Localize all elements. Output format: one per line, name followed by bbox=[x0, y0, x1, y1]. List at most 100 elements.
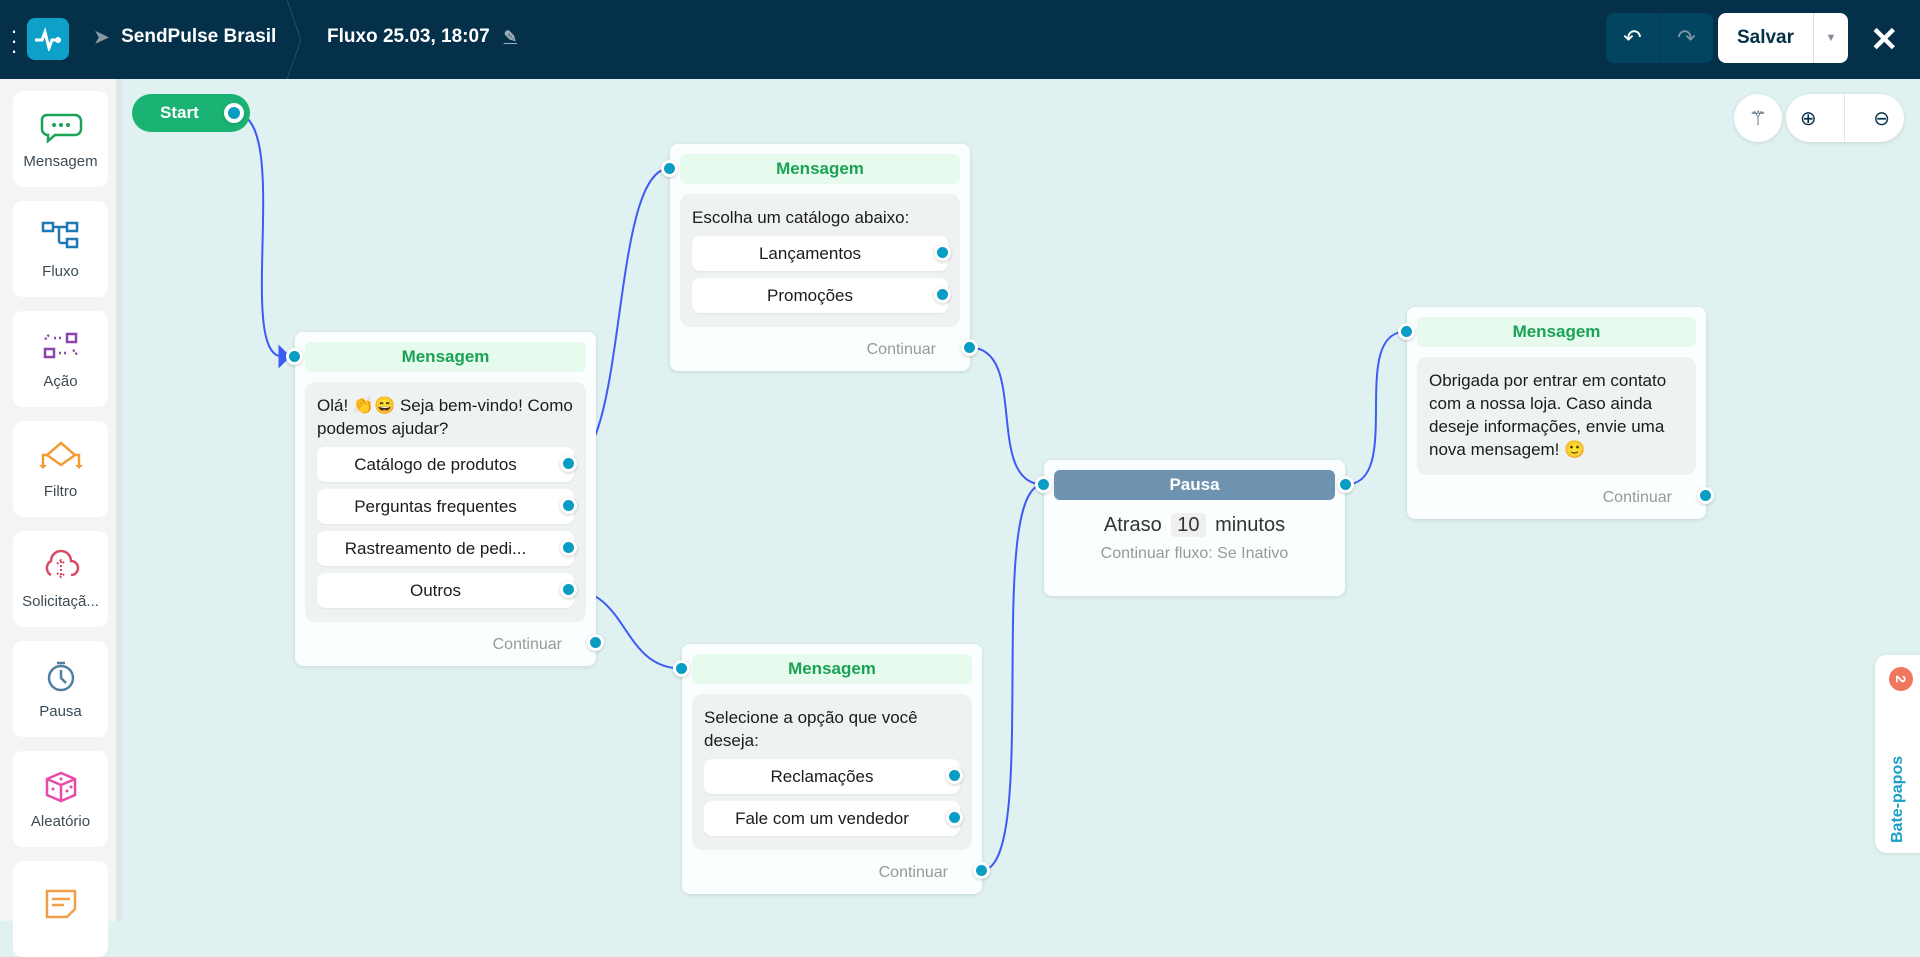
menu-dots-icon[interactable]: ··· bbox=[10, 18, 18, 63]
telegram-icon: ➤ bbox=[94, 26, 110, 47]
sidebar-item-label: Pausa bbox=[39, 702, 82, 720]
option-label: Catálogo de produtos bbox=[354, 455, 517, 474]
option-label: Perguntas frequentes bbox=[354, 497, 517, 516]
output-port[interactable] bbox=[1337, 476, 1354, 493]
pause-node[interactable]: Pausa Atraso 10 minutos Continuar fluxo:… bbox=[1035, 460, 1354, 596]
node-title: Mensagem bbox=[305, 342, 586, 372]
save-dropdown-chevron-icon[interactable]: ▼ bbox=[1825, 32, 1837, 44]
start-label: Start bbox=[160, 103, 199, 122]
option-button[interactable]: Lançamentos bbox=[692, 236, 951, 271]
input-port[interactable] bbox=[1035, 476, 1052, 493]
delay-label: Atraso bbox=[1103, 514, 1162, 536]
start-node[interactable]: Start bbox=[132, 94, 250, 132]
option-label: Fale com um vendedor bbox=[735, 809, 909, 828]
close-icon[interactable]: ✕ bbox=[1870, 21, 1899, 59]
cloud-request-icon bbox=[45, 549, 79, 578]
node-title: Mensagem bbox=[1417, 317, 1696, 347]
sidebar-item-label: Filtro bbox=[43, 482, 78, 500]
connection-line bbox=[1345, 330, 1407, 486]
start-port[interactable] bbox=[224, 103, 244, 123]
option-label: Reclamações bbox=[770, 767, 874, 786]
continue-port[interactable] bbox=[587, 634, 604, 651]
option-button[interactable]: Reclamações bbox=[704, 759, 963, 794]
sidebar-item-8[interactable] bbox=[13, 861, 108, 957]
filter-icon bbox=[38, 440, 83, 469]
message-node-options[interactable]: Mensagem Selecione a opção que você dese… bbox=[673, 644, 990, 894]
option-port[interactable] bbox=[560, 581, 577, 598]
zoom-controls: ⊕⊖ bbox=[1786, 94, 1904, 142]
input-port[interactable] bbox=[286, 348, 303, 365]
sidebar-item-2[interactable]: Fluxo bbox=[13, 201, 108, 297]
option-port[interactable] bbox=[946, 767, 963, 784]
sidebar-item-5[interactable]: Solicitaçã... bbox=[13, 531, 108, 627]
continue-port[interactable] bbox=[973, 862, 990, 879]
continue-port[interactable] bbox=[1697, 487, 1714, 504]
bot-name: SendPulse Brasil bbox=[121, 26, 277, 47]
input-port[interactable] bbox=[661, 160, 678, 177]
continue-label: Continuar bbox=[492, 636, 562, 653]
sidebar-item-4[interactable]: Filtro bbox=[13, 421, 108, 517]
option-button[interactable]: Outros bbox=[317, 573, 577, 608]
option-port[interactable] bbox=[934, 286, 951, 303]
top-bar: ··· ➤ SendPulse Brasil Fluxo 25.03, 18:07… bbox=[0, 0, 1920, 79]
sidebar-item-label: Aleatório bbox=[30, 812, 91, 830]
option-port[interactable] bbox=[946, 809, 963, 826]
option-button[interactable]: Rastreamento de pedi... bbox=[317, 531, 577, 566]
flow-icon bbox=[41, 221, 78, 248]
option-label: Lançamentos bbox=[758, 244, 862, 263]
sidebar-item-1[interactable]: Mensagem bbox=[13, 91, 108, 187]
magic-wand-icon[interactable]: ⚚ bbox=[1734, 94, 1782, 142]
option-port[interactable] bbox=[560, 497, 577, 514]
delay-value: 10 bbox=[1171, 513, 1206, 537]
connection-line bbox=[981, 483, 1044, 872]
delay-unit: minutos bbox=[1215, 514, 1286, 536]
continue-label: Continuar bbox=[878, 864, 948, 881]
sidebar-item-6[interactable]: Pausa bbox=[13, 641, 108, 737]
option-port[interactable] bbox=[560, 539, 577, 556]
sendpulse-logo[interactable] bbox=[27, 18, 69, 60]
redo-button[interactable]: ↷ bbox=[1677, 25, 1696, 50]
option-button[interactable]: Catálogo de produtos bbox=[317, 447, 577, 482]
option-button[interactable]: Fale com um vendedor bbox=[704, 801, 963, 836]
sidebar-item-7[interactable]: Aleatório bbox=[13, 751, 108, 847]
continue-label: Continuar bbox=[1602, 489, 1672, 506]
message-text: Selecione a opção que você deseja: bbox=[704, 708, 918, 750]
message-node-welcome[interactable]: Mensagem Olá! 👏😄 Seja bem-vindo! Como po… bbox=[286, 332, 604, 666]
history-controls: ↶↷ bbox=[1606, 13, 1713, 63]
action-icon bbox=[42, 332, 79, 358]
flow-title: Fluxo 25.03, 18:07 ✎ bbox=[327, 26, 517, 48]
node-title: Mensagem bbox=[692, 654, 972, 684]
breadcrumb-divider bbox=[286, 0, 302, 79]
option-port[interactable] bbox=[934, 244, 951, 261]
bot-selector[interactable]: ➤ SendPulse Brasil bbox=[94, 26, 276, 48]
input-port[interactable] bbox=[673, 660, 690, 677]
option-label: Outros bbox=[409, 581, 462, 600]
timer-icon bbox=[47, 661, 74, 691]
continue-condition: Continuar fluxo: Se Inativo bbox=[1100, 545, 1289, 562]
message-node-catalog[interactable]: Mensagem Escolha um catálogo abaixo: Lan… bbox=[661, 144, 978, 371]
continue-port[interactable] bbox=[961, 339, 978, 356]
edit-pencil-icon[interactable]: ✎ bbox=[503, 29, 518, 46]
save-button[interactable]: Salvar bbox=[1718, 13, 1814, 63]
dice-icon bbox=[45, 771, 76, 802]
option-port[interactable] bbox=[560, 455, 577, 472]
chats-label: Bate-papos bbox=[1889, 755, 1906, 843]
option-button[interactable]: Promoções bbox=[692, 278, 951, 313]
sidebar-item-label: Fluxo bbox=[42, 262, 79, 280]
undo-button[interactable]: ↶ bbox=[1606, 13, 1660, 63]
sidebar-item-label: Solicitaçã... bbox=[22, 592, 99, 610]
input-port[interactable] bbox=[1398, 323, 1415, 340]
option-button[interactable]: Perguntas frequentes bbox=[317, 489, 577, 524]
zoom-out-icon[interactable]: ⊖ bbox=[1873, 107, 1891, 130]
connection-line bbox=[969, 346, 1044, 486]
connection-line bbox=[233, 112, 283, 358]
chats-count-badge: 2 bbox=[1889, 667, 1913, 691]
flow-title-text: Fluxo 25.03, 18:07 bbox=[327, 26, 490, 47]
sidebar-item-3[interactable]: Ação bbox=[13, 311, 108, 407]
message-node-thanks[interactable]: Mensagem Obrigada por entrar em contato … bbox=[1398, 307, 1714, 519]
sidebar-item-label: Ação bbox=[43, 372, 78, 390]
node-title: Mensagem bbox=[680, 154, 960, 184]
zoom-in-icon[interactable]: ⊕ bbox=[1799, 107, 1817, 130]
